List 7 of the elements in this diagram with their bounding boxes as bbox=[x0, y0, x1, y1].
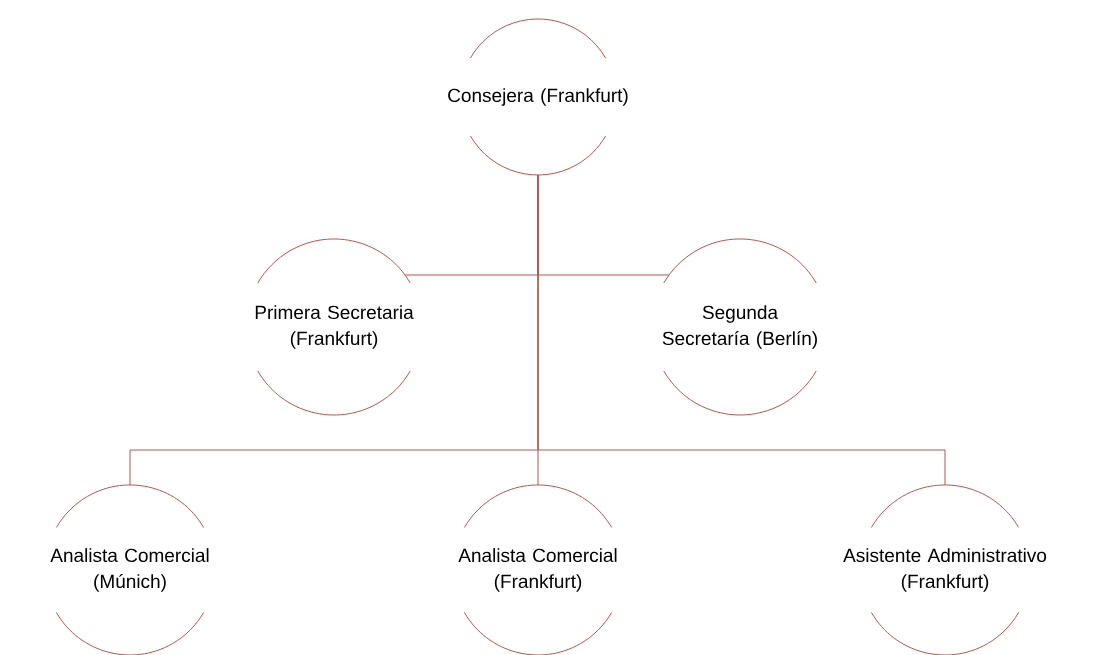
node-label: Consejera (Frankfurt) bbox=[448, 88, 628, 106]
node-label: Asistente Administrativo (Frankfurt) bbox=[843, 548, 1047, 592]
connector-line bbox=[537, 174, 946, 486]
node-label: Segunda Secretaría (Berlín) bbox=[662, 305, 817, 349]
node-label: Analista Comercial (Múnich) bbox=[50, 548, 209, 592]
node-label: Primera Secretaria (Frankfurt) bbox=[255, 305, 414, 349]
node-label: Analista Comercial (Frankfurt) bbox=[458, 548, 617, 592]
